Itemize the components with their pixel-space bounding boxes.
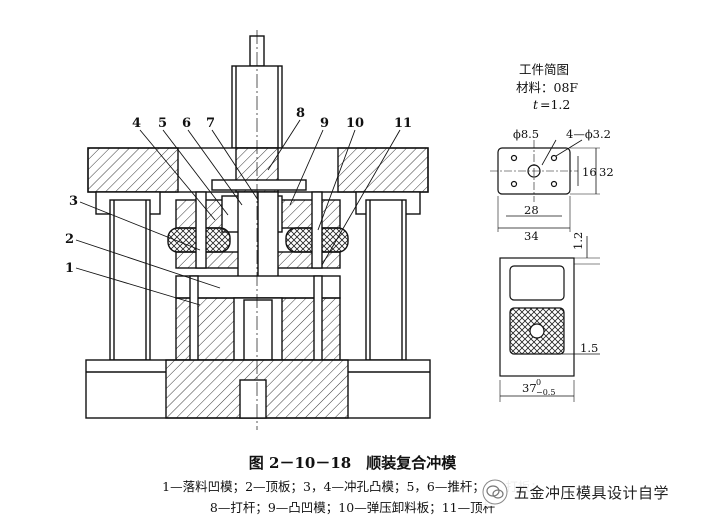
workpiece-title: 工件简图 [519,62,569,77]
dim-37-upper: 0 [536,378,541,387]
workpiece-header: 工件简图 材料：08F t =1.2 [516,62,578,112]
thickness-symbol: t [533,97,539,112]
dim-16: 16 [582,165,597,179]
part-label-1: 1 [65,261,74,276]
part-label-2: 2 [65,232,74,247]
dim-holes-4: 4—ϕ3.2 [566,127,611,141]
workpiece-side-view [499,236,600,402]
workpiece-material: 材料：08F [516,80,578,95]
part-label-10: 10 [346,116,364,131]
watermark: 五金冲压模具设计自学 [482,478,697,506]
workpiece-top-view [490,139,600,232]
dim-1-5: 1.5 [580,341,598,355]
knockout-plate [211,179,307,191]
part-label-4: 4 [132,116,141,131]
part-label-3: 3 [69,194,78,209]
figure-caption-line-1: 1—落料凹模；2—顶板；3，4—冲孔凸模；5，6—推杆；7—打板； [162,479,543,494]
die-section-view [85,30,431,430]
side-view-dimensions: 1.2 1.5 37 0 −0.5 [522,232,598,397]
pierce-punch-right [311,191,323,269]
dim-hole-dia: ϕ8.5 [513,127,539,141]
dim-1-2: 1.2 [571,232,585,250]
top-view-dimensions: ϕ8.5 4—ϕ3.2 16 32 28 34 [513,127,614,243]
watermark-text: 五金冲压模具设计自学 [514,483,670,502]
figure-caption-line-2: 8—打杆；9—凸凹模；10—弹压卸料板；11—顶杆 [209,500,496,515]
part-label-8: 8 [296,106,305,121]
part-label-5: 5 [158,116,167,131]
dim-32: 32 [599,165,614,179]
part-label-6: 6 [182,116,191,131]
part-label-9: 9 [320,116,329,131]
dim-37-lower: −0.5 [536,388,555,397]
leader-lines [75,119,401,306]
dim-28: 28 [524,203,539,217]
wechat-logo-icon [482,479,508,505]
center-hole [527,164,541,178]
pierce-punch-left [195,191,207,269]
dim-34: 34 [524,229,539,243]
thickness-value: =1.2 [540,97,570,112]
dim-37: 37 [522,381,537,395]
figure-caption-title: 图 2－10－18 顺装复合冲模 [248,454,457,472]
part-label-7: 7 [206,116,215,131]
part-labels: 1 2 3 4 5 6 7 8 9 10 11 [65,106,412,276]
part-label-11: 11 [394,116,412,131]
guide-post-right [365,199,407,361]
